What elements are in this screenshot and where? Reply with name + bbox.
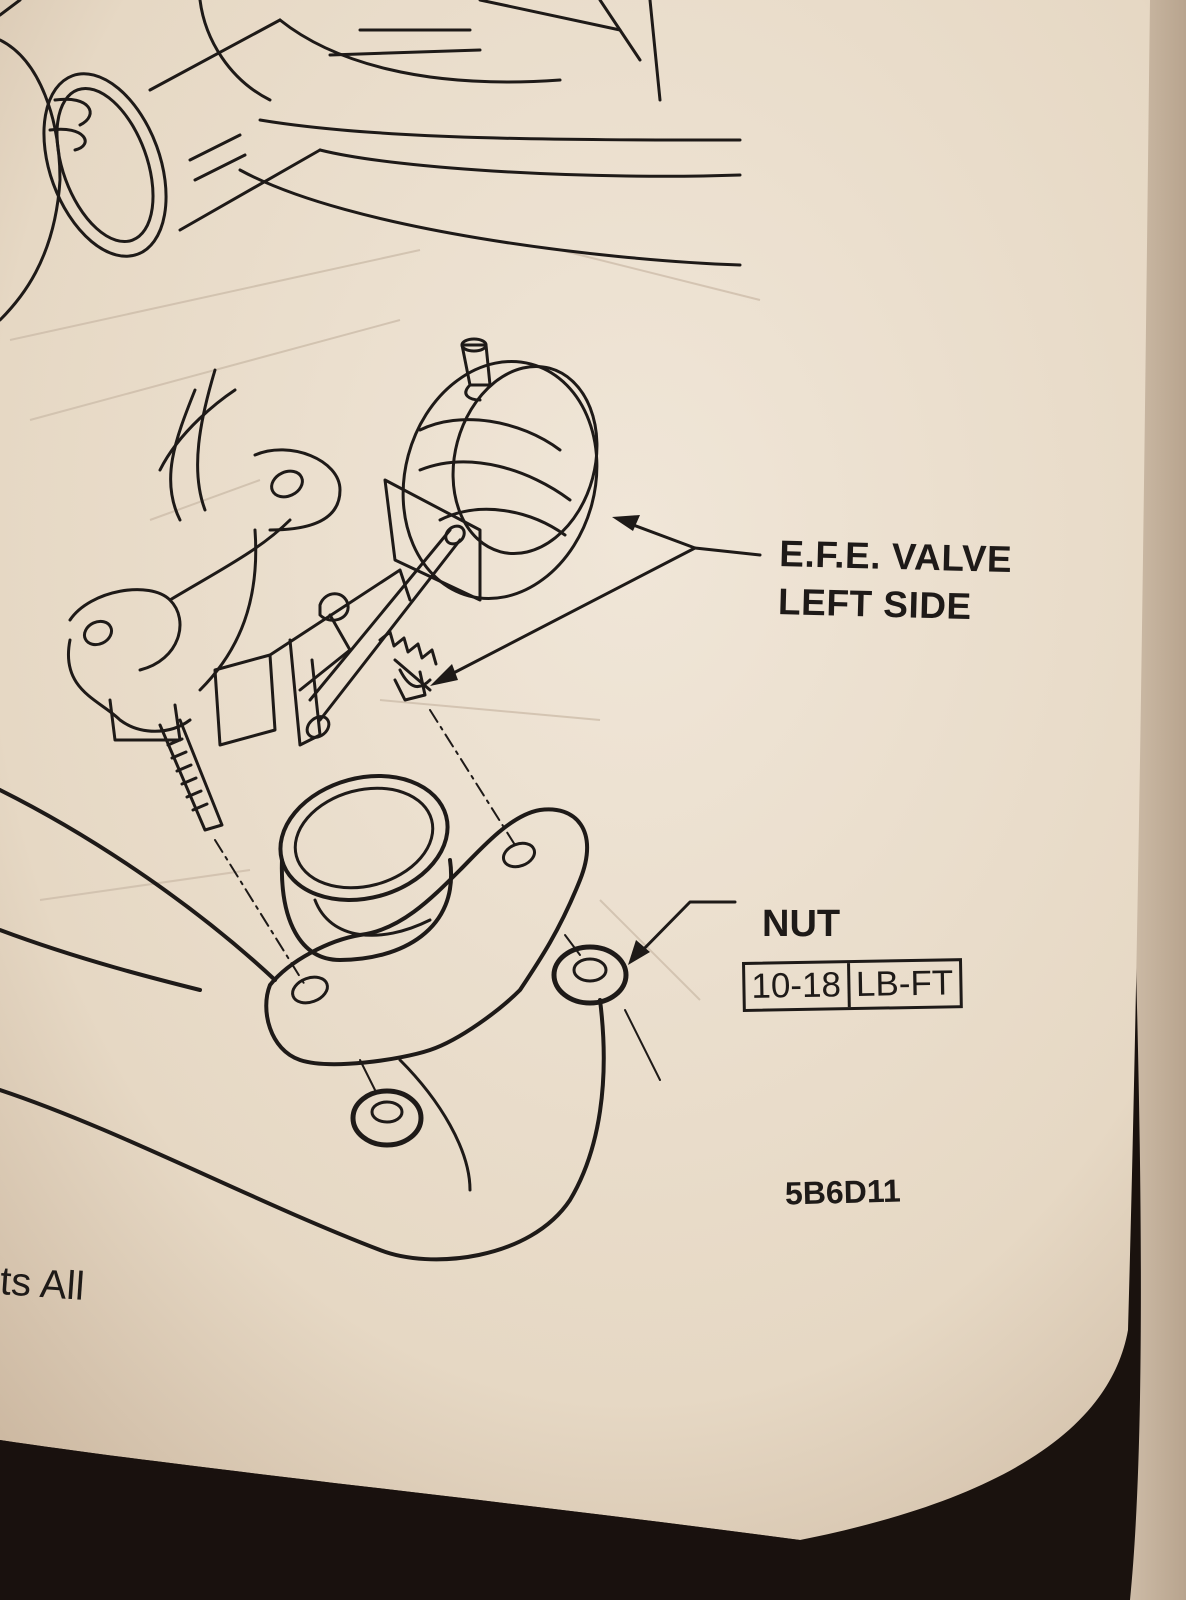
efe-valve-label-line1: E.F.E. VALVE — [778, 532, 1013, 581]
torque-spec-box: 10-18 LB-FT — [742, 958, 963, 1012]
caption-fragment: ts All — [0, 1259, 86, 1309]
arrowheads — [430, 515, 650, 965]
figure-number: 5B6D11 — [784, 1172, 902, 1212]
efe-valve-label: E.F.E. VALVE LEFT SIDE — [777, 530, 1013, 632]
bottom-shadow — [0, 1440, 800, 1600]
paper-page — [0, 0, 1150, 1540]
efe-valve-label-line2: LEFT SIDE — [777, 580, 973, 628]
torque-value: 10-18 — [745, 963, 851, 1009]
leader-arrows — [438, 518, 762, 960]
stud-bolts-drawing — [158, 658, 432, 832]
bleed-through-marks — [9, 249, 761, 1001]
pipe-flange-drawing — [0, 709, 661, 1262]
exhaust-pipe-drawing — [0, 0, 742, 322]
nut-label: NUT — [762, 903, 841, 945]
efe-valve-drawing — [66, 337, 599, 747]
torque-unit: LB-FT — [855, 963, 954, 1005]
